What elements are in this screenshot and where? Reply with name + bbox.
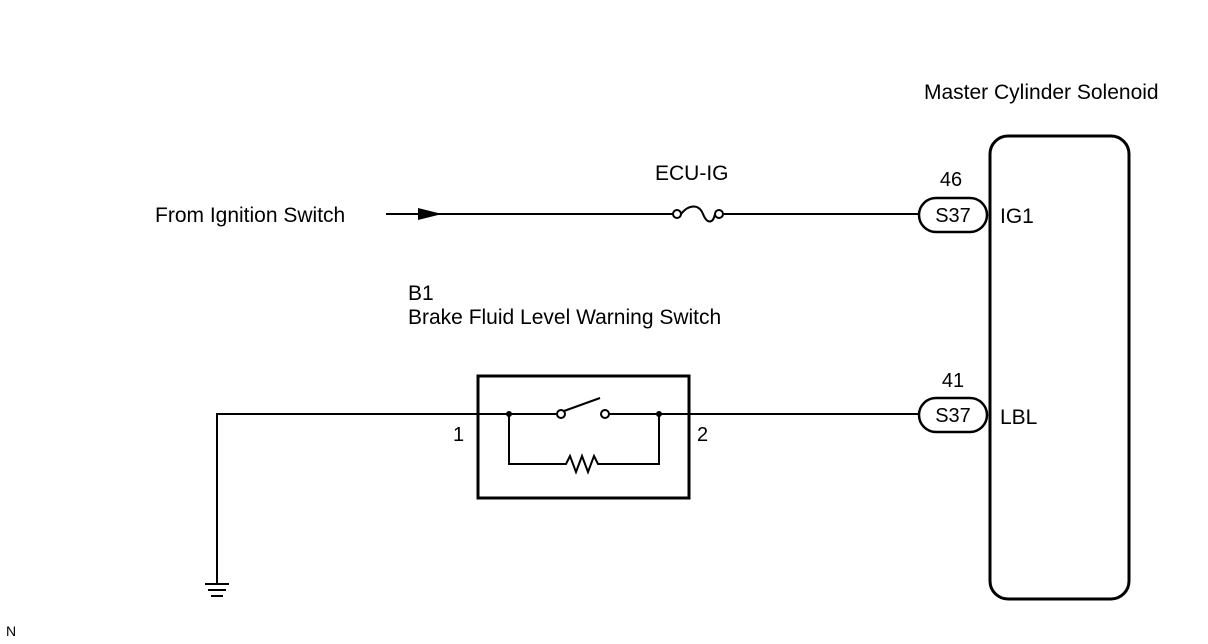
ground-wire [216, 413, 478, 584]
arrow-icon [418, 208, 442, 220]
switch-pin-1: 1 [453, 424, 464, 446]
terminal-name-ig1: IG1 [1000, 205, 1034, 228]
terminal-name-lbl: LBL [1000, 406, 1037, 429]
ground-icon [205, 583, 229, 597]
resistor-icon [508, 414, 660, 475]
connector-label-ig1: S37 [935, 205, 971, 227]
switch-icon [478, 397, 689, 419]
switch-box [476, 374, 691, 500]
corner-mark: N [6, 623, 16, 639]
fuse-label: ECU-IG [655, 162, 729, 185]
ecu-title: Master Cylinder Solenoid [924, 81, 1159, 104]
pin-number-ig1: 46 [940, 169, 962, 191]
connector-s37-ig1 [917, 196, 989, 234]
connector-s37-lbl [917, 396, 989, 434]
switch-code: B1 [408, 282, 434, 305]
switch-name: Brake Fluid Level Warning Switch [408, 306, 721, 329]
switch-pin-2: 2 [697, 424, 708, 446]
ecu-body [988, 134, 1131, 601]
fuse-icon [672, 205, 724, 223]
ignition-source-label: From Ignition Switch [155, 204, 345, 227]
pin-number-lbl: 41 [942, 370, 964, 392]
connector-label-lbl: S37 [935, 405, 971, 427]
